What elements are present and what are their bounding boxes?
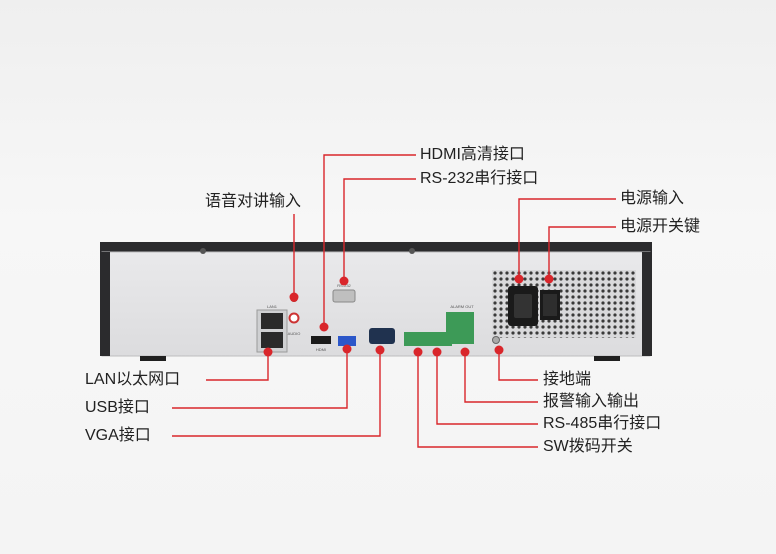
vga-port — [369, 328, 395, 344]
power-switch — [540, 290, 560, 320]
leader-sw — [417, 352, 538, 448]
lan-ports: LAN1 — [256, 304, 288, 353]
leader-ground — [498, 350, 538, 381]
dot-alarm — [460, 347, 470, 357]
label-power-switch: 电源开关键 — [620, 218, 701, 235]
dot-power-switch — [544, 274, 554, 284]
rs232-port-text: RS-232 — [337, 283, 351, 288]
ground-screw — [492, 336, 500, 344]
screw — [200, 248, 206, 254]
label-ground: 接地端 — [543, 371, 592, 388]
dot-lan — [263, 347, 273, 357]
leader-power-switch — [548, 226, 616, 279]
rs232-port: RS-232 — [332, 283, 356, 303]
foot — [140, 356, 166, 361]
dot-rs485 — [432, 347, 442, 357]
right-flange — [642, 252, 652, 356]
dot-power-in — [514, 274, 524, 284]
alarm-port-text: ALARM OUT — [450, 304, 474, 309]
leader-hdmi — [323, 154, 416, 327]
leader-alarm — [464, 352, 538, 403]
dot-audio — [289, 292, 299, 302]
dot-ground — [494, 345, 504, 355]
dot-hdmi — [319, 322, 329, 332]
dot-usb — [342, 344, 352, 354]
left-flange — [100, 252, 110, 356]
dot-vga — [375, 345, 385, 355]
callout-dots — [263, 274, 554, 357]
leader-vga — [172, 350, 381, 437]
foot — [594, 356, 620, 361]
label-vga: VGA接口 — [85, 427, 151, 444]
label-alarm: 报警输入输出 — [543, 393, 640, 410]
dot-rs232 — [339, 276, 349, 286]
screw — [409, 248, 415, 254]
leader-power-in — [518, 198, 616, 279]
label-rs232: RS-232串行接口 — [420, 170, 539, 187]
hdmi-port: HDMI — [311, 336, 331, 352]
terminal-blocks: ALARM OUT — [404, 304, 474, 346]
power-inlet — [508, 286, 538, 326]
hdmi-port-text: HDMI — [316, 347, 326, 352]
audio-port-text: AUDIO — [288, 331, 301, 336]
usb-port — [338, 336, 356, 346]
dot-sw — [413, 347, 423, 357]
leader-rs232 — [343, 178, 416, 281]
label-usb: USB接口 — [85, 399, 150, 416]
leader-usb — [172, 349, 348, 409]
label-power-in: 电源输入 — [620, 190, 685, 207]
lan-port-text: LAN1 — [267, 304, 278, 309]
label-lan: LAN以太网口 — [85, 371, 181, 388]
label-audio: 语音对讲输入 — [205, 193, 302, 210]
leader-rs485 — [436, 352, 538, 425]
label-hdmi: HDMI高清接口 — [420, 146, 525, 163]
label-sw: SW拨码开关 — [543, 438, 633, 455]
label-rs485: RS-485串行接口 — [543, 415, 662, 432]
leader-lines — [172, 154, 616, 448]
leader-lan — [206, 352, 269, 381]
